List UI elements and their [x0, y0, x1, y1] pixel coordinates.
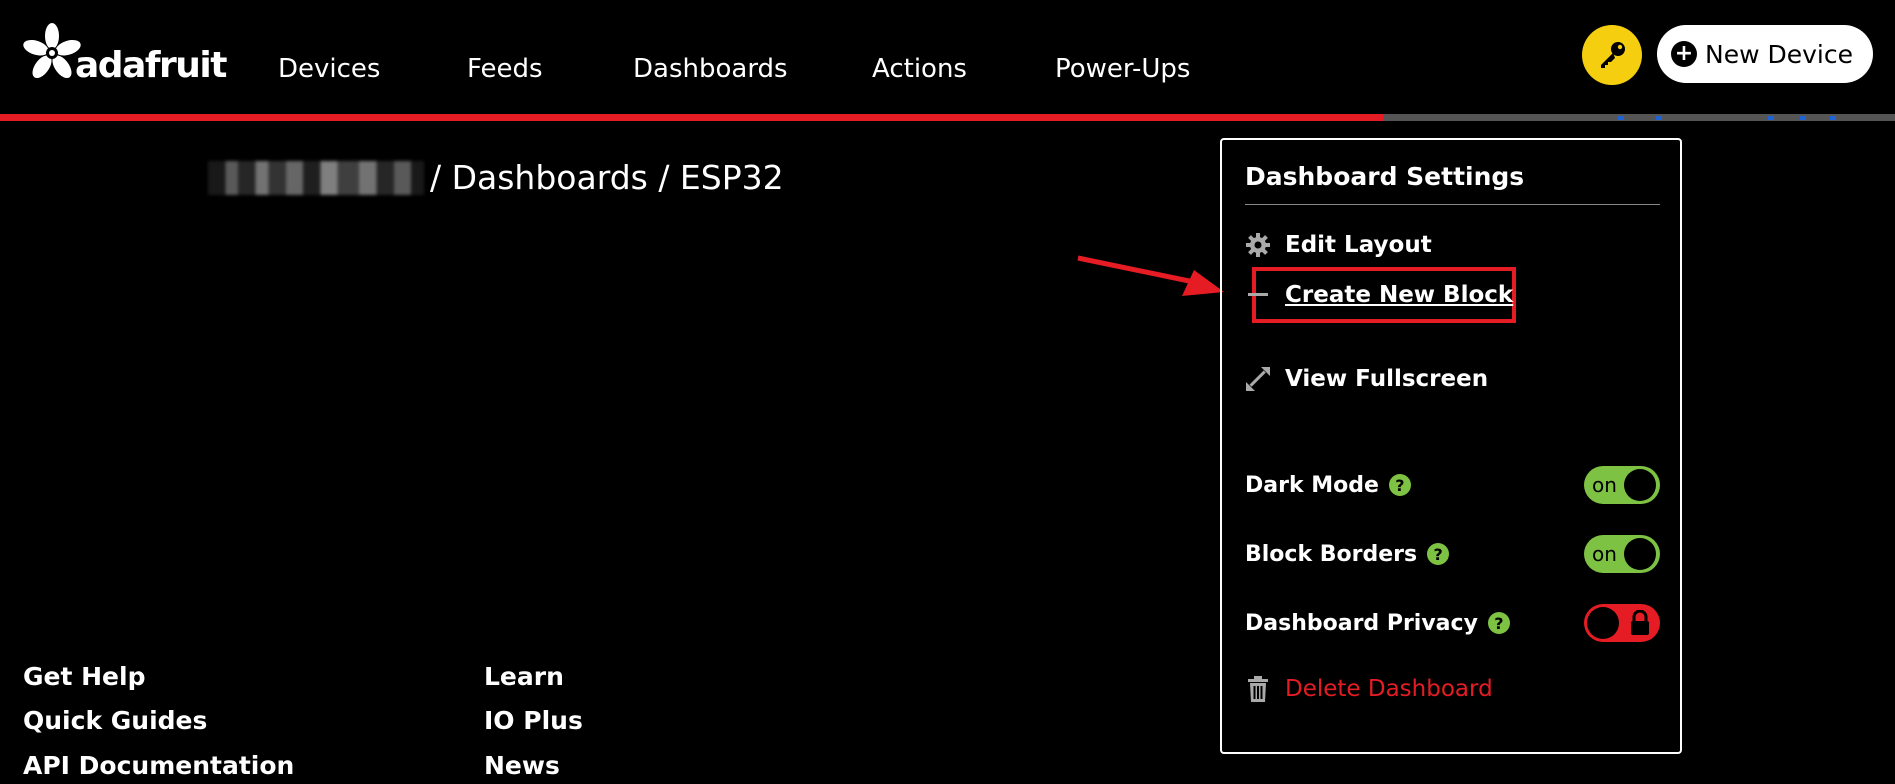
- footer-link-quick-guides[interactable]: Quick Guides: [23, 706, 208, 735]
- toggle-knob: [1587, 607, 1619, 639]
- toggle-state-label: on: [1592, 542, 1617, 566]
- footer-link-api-documentation[interactable]: API Documentation: [23, 751, 295, 780]
- footer-link-get-help[interactable]: Get Help: [23, 662, 146, 691]
- new-device-button[interactable]: + New Device: [1657, 25, 1873, 83]
- dark-mode-setting: Dark Mode ? on: [1245, 466, 1660, 504]
- block-borders-toggle[interactable]: on: [1584, 535, 1660, 573]
- plus-circle-icon: +: [1671, 41, 1697, 67]
- nav-actions[interactable]: Actions: [872, 54, 967, 84]
- view-fullscreen-label: View Fullscreen: [1285, 366, 1489, 392]
- new-device-label: New Device: [1705, 39, 1853, 69]
- breadcrumb-path: / Dashboards / ESP32: [430, 158, 784, 197]
- dashboard-settings-panel: Dashboard Settings Edit Layout Create Ne…: [1220, 138, 1682, 754]
- dashboard-privacy-toggle[interactable]: [1584, 604, 1660, 642]
- progress-dot: [1618, 116, 1624, 120]
- delete-dashboard-label: Delete Dashboard: [1285, 676, 1493, 702]
- dark-mode-label: Dark Mode: [1245, 472, 1379, 498]
- toggle-knob: [1624, 469, 1656, 501]
- redacted-username[interactable]: [208, 160, 424, 195]
- dashboard-privacy-setting: Dashboard Privacy ?: [1245, 604, 1660, 642]
- create-new-block-label: Create New Block: [1285, 282, 1514, 308]
- plus-icon: [1245, 282, 1271, 308]
- edit-layout-label: Edit Layout: [1285, 232, 1432, 258]
- top-navigation-bar: adafruit Devices Feeds Dashboards Action…: [0, 0, 1895, 112]
- adafruit-flower-icon: [23, 23, 81, 79]
- create-new-block-item[interactable]: Create New Block: [1245, 282, 1513, 308]
- lock-icon: [1631, 610, 1649, 635]
- adafruit-logo[interactable]: adafruit: [21, 22, 227, 86]
- panel-title: Dashboard Settings: [1245, 162, 1525, 191]
- progress-bar-fill: [0, 114, 1384, 121]
- nav-dashboards[interactable]: Dashboards: [633, 54, 788, 84]
- breadcrumb: / Dashboards / ESP32: [208, 158, 784, 197]
- help-icon[interactable]: ?: [1388, 474, 1411, 496]
- trash-icon: [1245, 676, 1271, 702]
- block-borders-label: Block Borders: [1245, 541, 1418, 567]
- delete-dashboard-item[interactable]: Delete Dashboard: [1245, 676, 1493, 702]
- nav-power-ups[interactable]: Power-Ups: [1055, 54, 1191, 84]
- progress-bar: [0, 114, 1895, 121]
- edit-layout-item[interactable]: Edit Layout: [1245, 232, 1432, 258]
- progress-dot: [1830, 116, 1836, 120]
- nav-devices[interactable]: Devices: [278, 54, 381, 84]
- help-icon[interactable]: ?: [1487, 612, 1510, 634]
- footer-link-news[interactable]: News: [484, 751, 560, 780]
- help-icon[interactable]: ?: [1427, 543, 1450, 565]
- dashboard-privacy-label: Dashboard Privacy: [1245, 610, 1478, 636]
- key-icon: [1601, 42, 1625, 68]
- nav-feeds[interactable]: Feeds: [467, 54, 543, 84]
- view-fullscreen-item[interactable]: View Fullscreen: [1245, 366, 1488, 392]
- dark-mode-toggle[interactable]: on: [1584, 466, 1660, 504]
- toggle-state-label: on: [1592, 473, 1617, 497]
- expand-icon: [1245, 366, 1271, 392]
- aio-key-button[interactable]: [1582, 25, 1642, 85]
- gear-icon: [1245, 232, 1271, 258]
- footer-link-learn[interactable]: Learn: [484, 662, 564, 691]
- block-borders-setting: Block Borders ? on: [1245, 535, 1660, 573]
- toggle-knob: [1624, 538, 1656, 570]
- progress-dot: [1656, 116, 1662, 120]
- footer-link-io-plus[interactable]: IO Plus: [484, 706, 583, 735]
- progress-dot: [1768, 116, 1774, 120]
- panel-divider: [1245, 204, 1660, 205]
- brand-name: adafruit: [75, 45, 227, 86]
- progress-dot: [1800, 116, 1806, 120]
- annotation-arrow: [1077, 255, 1224, 296]
